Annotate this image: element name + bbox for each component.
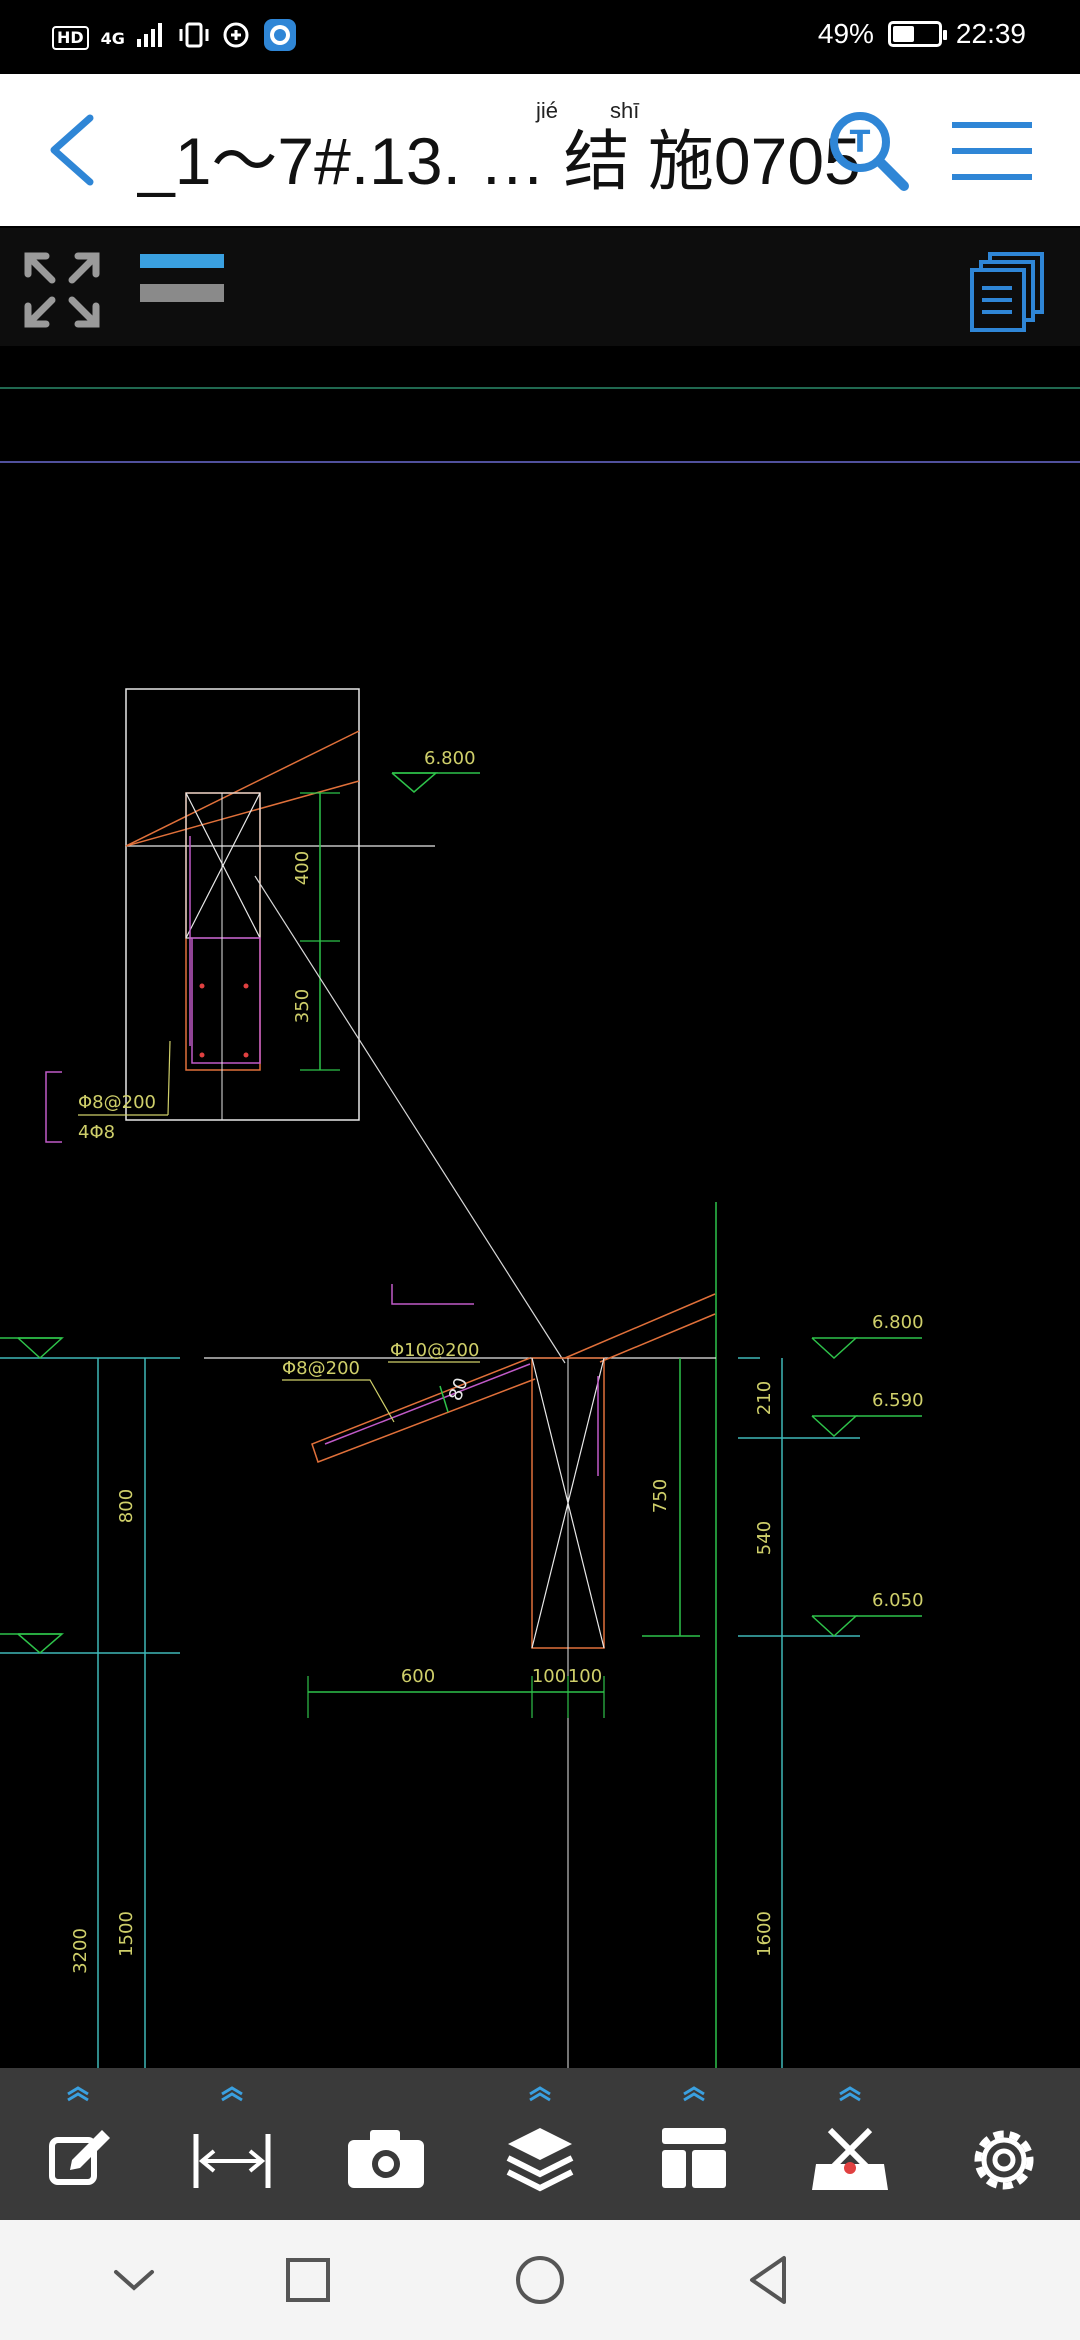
rebar-annotation: Φ10@200 <box>390 1340 479 1361</box>
chevron-left-icon <box>50 114 94 186</box>
svg-text:T: T <box>850 125 871 160</box>
dimension-label: 350 <box>292 989 313 1023</box>
expand-icon <box>24 252 100 328</box>
fit-view-button[interactable] <box>22 250 102 330</box>
elevation-marker <box>811 1415 858 1438</box>
measure-icon <box>193 2134 271 2188</box>
title-bar: jié shī _1～7#.13. … 结 施0705 T <box>0 74 1080 226</box>
layers-icon <box>506 2128 574 2192</box>
elevation-label: 6.800 <box>424 748 476 769</box>
dimension-label: 1600 <box>754 1911 775 1957</box>
chevron-up-icon <box>839 2086 861 2102</box>
recent-apps-button[interactable] <box>276 2248 340 2312</box>
elevation-label: 6.050 <box>872 1590 924 1611</box>
layout-switch[interactable] <box>140 254 226 314</box>
stirrup <box>191 937 261 1064</box>
chevron-up-icon <box>529 2086 551 2102</box>
circle-icon <box>516 2256 564 2304</box>
camera-icon <box>348 2130 424 2188</box>
tools-button[interactable] <box>800 2086 900 2206</box>
detail-leader <box>254 875 566 1364</box>
toolbox-icon <box>812 2127 888 2190</box>
sloped-slab <box>564 1293 716 1359</box>
layout-tab-model[interactable] <box>140 254 224 268</box>
hd-indicator: HD <box>52 26 89 50</box>
drawing-list-button[interactable] <box>968 250 1048 334</box>
hide-keyboard-button[interactable] <box>102 2248 166 2312</box>
dimension-label: 1500 <box>116 1911 137 1957</box>
layout-tab-paper[interactable] <box>140 284 224 302</box>
edit-icon <box>49 2130 110 2185</box>
detail-frame <box>125 688 360 1121</box>
chevron-up-icon <box>67 2086 89 2102</box>
dimension-label: 210 <box>754 1381 775 1415</box>
status-bar: HD 4G 49% 22:39 <box>0 0 1080 74</box>
gear-icon <box>974 2130 1034 2190</box>
bottom-toolbar <box>0 2068 1080 2220</box>
beam-outline <box>185 792 261 1071</box>
elevation-label: 6.800 <box>872 1312 924 1333</box>
chevron-up-icon <box>221 2086 243 2102</box>
measure-tool-button[interactable] <box>182 2086 282 2206</box>
clock: 22:39 <box>955 18 1026 49</box>
camera-button[interactable] <box>336 2086 436 2206</box>
rebar-annotation: Φ8@200 <box>282 1358 360 1379</box>
elevation-marker <box>811 1337 858 1360</box>
square-icon <box>286 2258 330 2302</box>
layers-button[interactable] <box>490 2086 590 2206</box>
elevation-label: 6.590 <box>872 1390 924 1411</box>
hamburger-menu-icon <box>952 122 1032 180</box>
rebar-annotation: Φ8@200 <box>78 1092 156 1113</box>
documents-stack-icon <box>970 252 1044 332</box>
network-type: 4G <box>100 28 125 48</box>
elevation-marker <box>811 1615 858 1638</box>
rebar-annotation: 4Φ8 <box>78 1122 115 1143</box>
settings-button[interactable] <box>954 2086 1054 2206</box>
layout-button[interactable] <box>644 2086 744 2206</box>
sync-icon <box>221 20 251 56</box>
text-search-button[interactable]: T <box>826 108 910 192</box>
dimension-label: 100 <box>568 1666 602 1687</box>
cross-mark <box>185 792 261 939</box>
dimension-label: 400 <box>292 851 313 885</box>
viewer-toolbar <box>0 228 1080 346</box>
sloped-slab <box>125 780 360 847</box>
elevation-marker <box>391 772 439 793</box>
vibrate-icon <box>179 22 209 54</box>
signal-icon <box>136 23 167 53</box>
menu-button[interactable] <box>950 116 1034 186</box>
drawing-title: _1～7#.13. … 结 施0705 <box>138 124 861 198</box>
app-notification-icon <box>263 18 297 58</box>
layout-icon <box>662 2128 726 2188</box>
slab-thickness-label: 80 <box>445 1375 473 1404</box>
chevron-up-icon <box>683 2086 705 2102</box>
text-search-icon: T <box>830 112 909 191</box>
system-navigation-bar <box>0 2220 1080 2340</box>
battery-icon <box>887 21 947 47</box>
cad-drawing-canvas[interactable]: 6.800 400 350 Φ8@200 4Φ8 800 3200 1500 <box>0 346 1080 2068</box>
annotate-tool-button[interactable] <box>28 2086 128 2206</box>
dimension-label: 600 <box>401 1666 435 1687</box>
back-nav-button[interactable] <box>738 2248 802 2312</box>
triangle-back-icon <box>750 2256 786 2304</box>
home-button[interactable] <box>508 2248 572 2312</box>
dimension-label: 540 <box>754 1521 775 1555</box>
dimension-label: 800 <box>116 1489 137 1523</box>
dimension-label: 3200 <box>70 1928 91 1974</box>
sloped-slab <box>125 730 360 847</box>
pinyin-annotation: jié <box>536 98 559 123</box>
chevron-down-icon <box>114 2270 154 2291</box>
back-button[interactable] <box>40 110 110 190</box>
dimension-label: 750 <box>650 1479 671 1513</box>
battery-percent: 49% <box>817 18 874 49</box>
pinyin-annotation: shī <box>610 98 640 123</box>
dimension-label: 100 <box>532 1666 566 1687</box>
